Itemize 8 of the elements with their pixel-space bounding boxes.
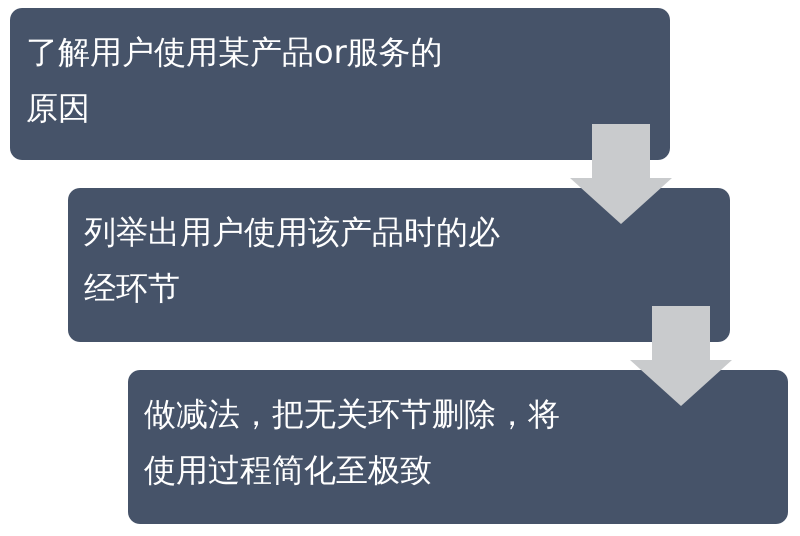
step-text: 了解用户使用某产品or服务的原因	[26, 32, 444, 129]
process-box	[128, 370, 788, 524]
step-text: 做减法，把无关环节删除，将使用过程简化至极致	[144, 394, 561, 491]
step-text: 列举出用户使用该产品时的必经环节	[84, 212, 501, 309]
process-box	[68, 188, 730, 342]
process-box	[10, 8, 670, 160]
block-arrow	[570, 124, 672, 224]
block-arrow	[630, 306, 732, 406]
